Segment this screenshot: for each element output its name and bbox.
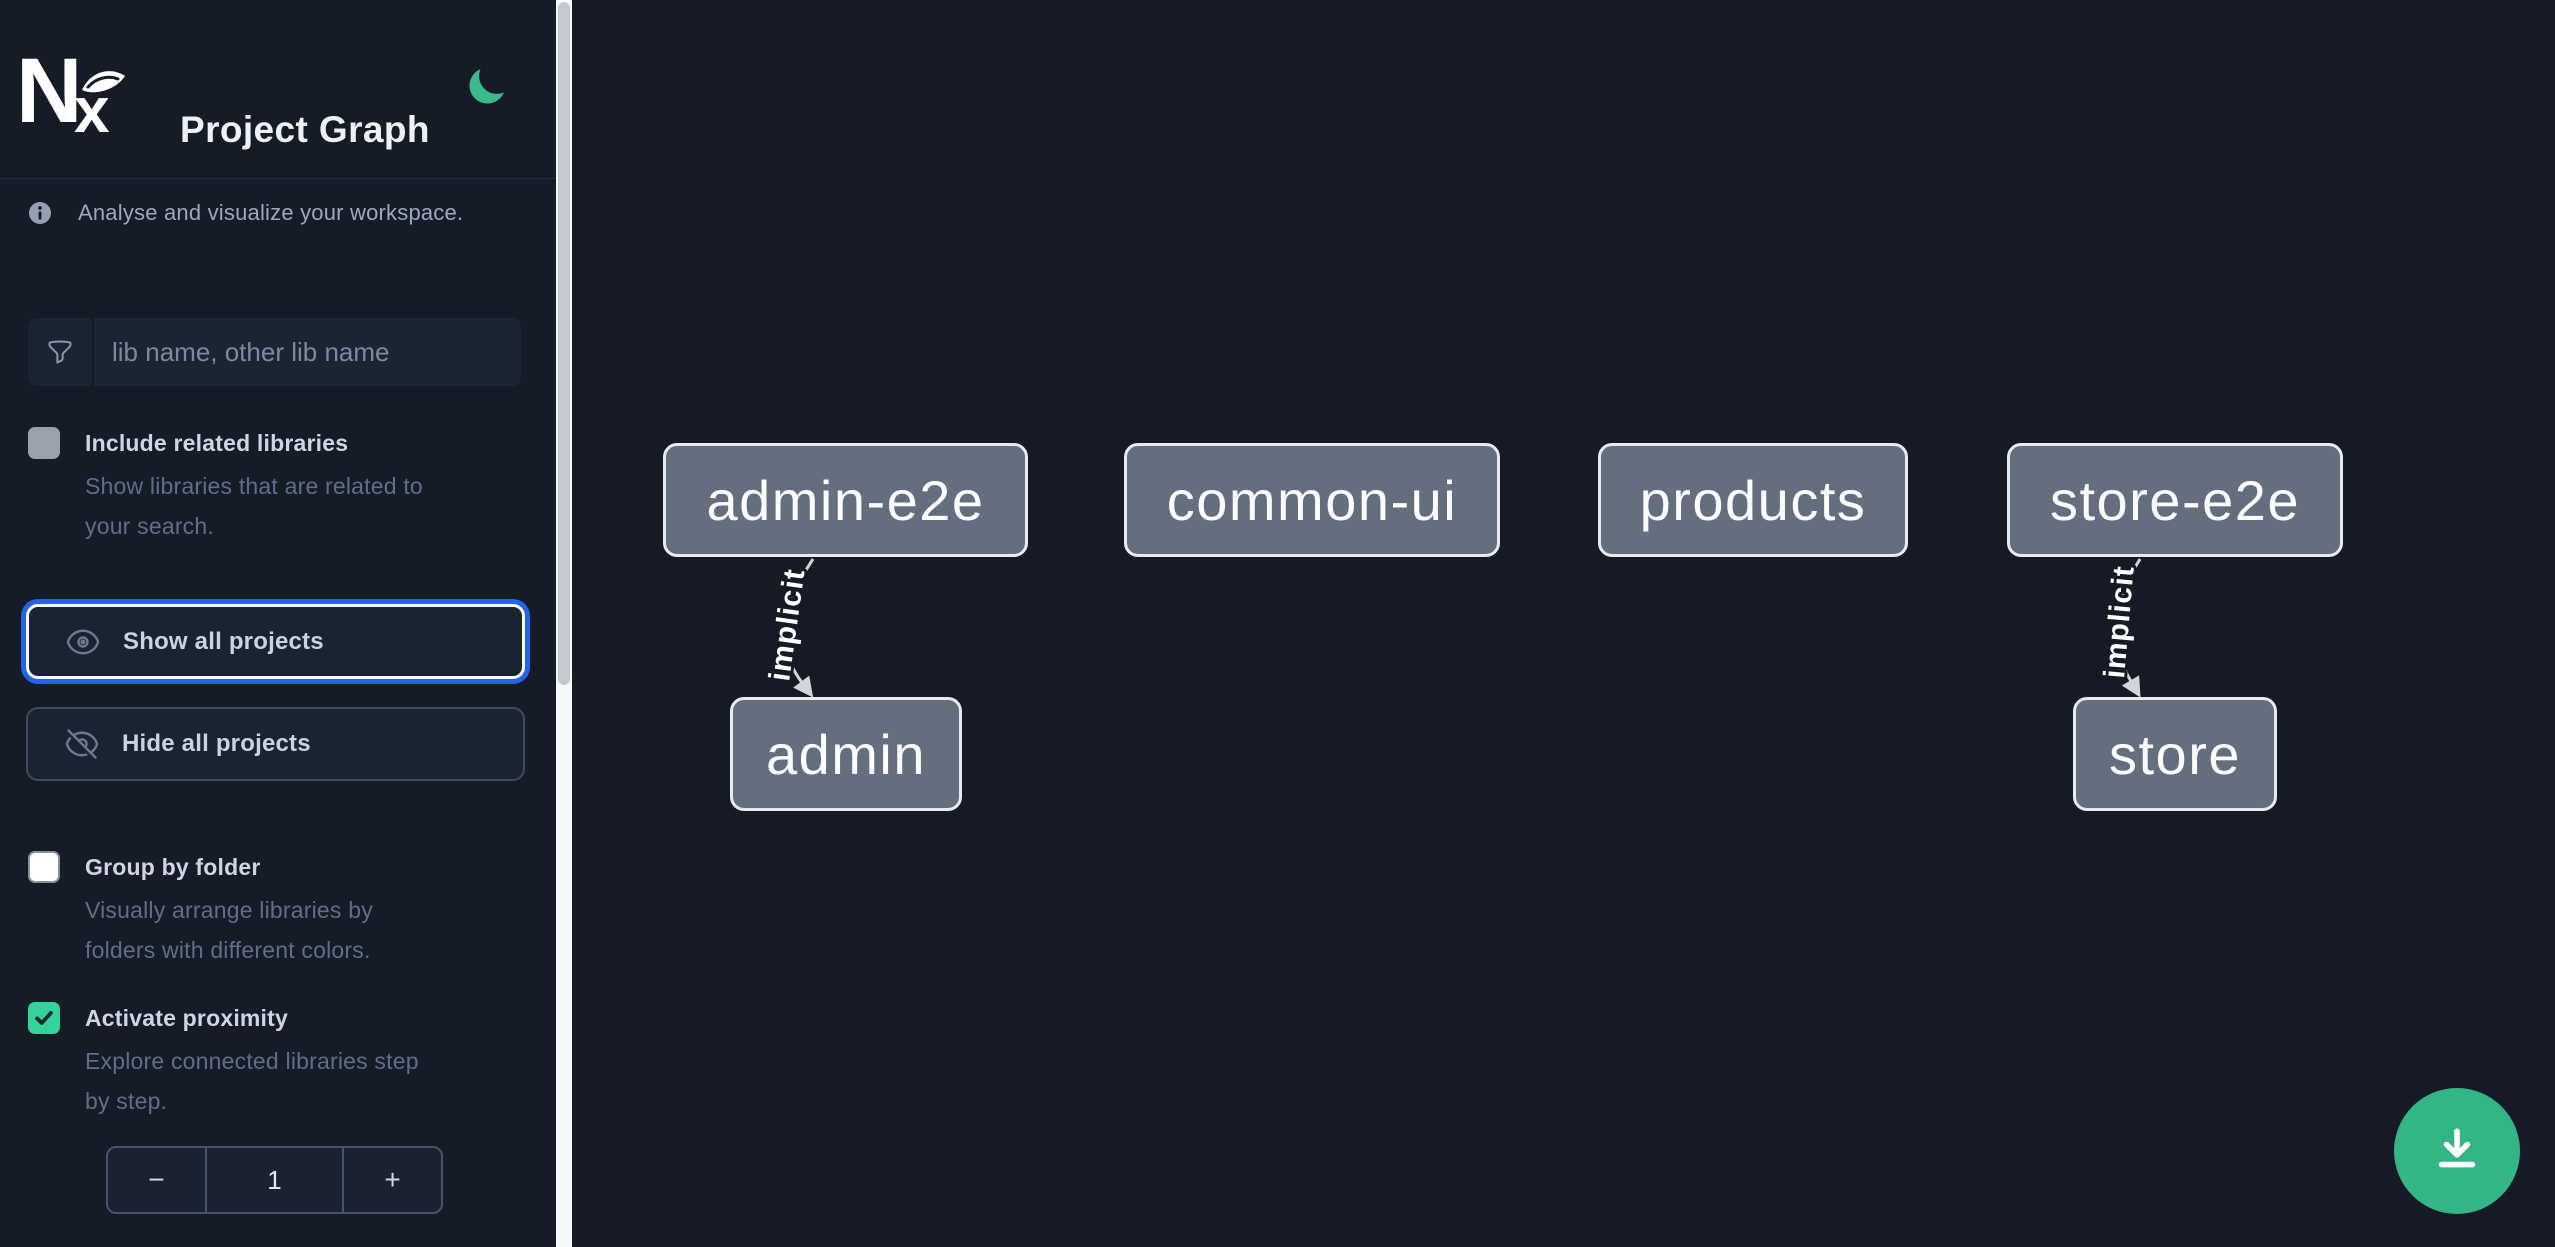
- graph-node-admin[interactable]: admin: [730, 697, 962, 811]
- filter-icon-cell: [28, 318, 94, 386]
- hide-all-projects-label: Hide all projects: [122, 730, 311, 757]
- description-line: your search.: [85, 513, 214, 539]
- download-icon: [2438, 1128, 2476, 1168]
- page-title: Project Graph: [180, 108, 430, 150]
- info-icon: [29, 202, 51, 224]
- sidebar: N x Project Graph Analyse and visualize …: [0, 0, 572, 1247]
- graph-node-common-ui[interactable]: common-ui: [1124, 443, 1500, 557]
- activate-proximity-checkbox[interactable]: [28, 1002, 60, 1034]
- sidebar-scrollbar-track[interactable]: [556, 0, 572, 1247]
- check-icon: [35, 1011, 53, 1025]
- include-related-description: Show libraries that are related to your …: [85, 466, 423, 546]
- group-by-folder-checkbox[interactable]: [28, 851, 60, 883]
- sidebar-scrollbar-thumb[interactable]: [558, 2, 570, 685]
- description-line: Visually arrange libraries by: [85, 897, 373, 923]
- include-related-checkbox[interactable]: [28, 427, 60, 459]
- proximity-depth-stepper: − 1 +: [106, 1146, 443, 1214]
- graph-node-store-e2e[interactable]: store-e2e: [2007, 443, 2343, 557]
- filter-box: [28, 318, 521, 386]
- include-related-label[interactable]: Include related libraries: [85, 430, 349, 456]
- graph-node-products[interactable]: products: [1598, 443, 1908, 557]
- description-line: by step.: [85, 1088, 168, 1114]
- decrement-button[interactable]: −: [108, 1148, 205, 1212]
- proximity-depth-value: 1: [204, 1148, 345, 1212]
- svg-text:N: N: [22, 44, 82, 136]
- show-all-projects-label: Show all projects: [123, 627, 324, 655]
- activate-proximity-description: Explore connected libraries step by step…: [85, 1041, 419, 1121]
- activate-proximity-label[interactable]: Activate proximity: [85, 1005, 288, 1031]
- show-all-projects-button[interactable]: Show all projects: [26, 604, 525, 679]
- group-by-folder-label[interactable]: Group by folder: [85, 854, 261, 880]
- group-by-folder-description: Visually arrange libraries by folders wi…: [85, 890, 373, 970]
- sidebar-header: N x Project Graph: [0, 0, 556, 179]
- eye-icon: [65, 624, 101, 660]
- moon-icon: [469, 68, 504, 103]
- theme-toggle-button[interactable]: [458, 60, 514, 116]
- graph-canvas[interactable]: [572, 0, 2555, 1247]
- download-graph-button[interactable]: [2394, 1088, 2520, 1214]
- increment-button[interactable]: +: [344, 1148, 441, 1212]
- description-line: folders with different colors.: [85, 937, 371, 963]
- funnel-icon: [48, 340, 72, 364]
- nx-logo: N x: [22, 44, 125, 136]
- eye-slash-icon: [64, 726, 100, 762]
- graph-node-admin-e2e[interactable]: admin-e2e: [663, 443, 1028, 557]
- description-line: Show libraries that are related to: [85, 473, 423, 499]
- graph-node-store[interactable]: store: [2073, 697, 2277, 811]
- workspace-info-row: Analyse and visualize your workspace.: [28, 200, 463, 226]
- hide-all-projects-button[interactable]: Hide all projects: [26, 707, 525, 781]
- filter-input[interactable]: [94, 318, 521, 386]
- description-line: Explore connected libraries step: [85, 1048, 419, 1074]
- workspace-info-text: Analyse and visualize your workspace.: [78, 200, 464, 225]
